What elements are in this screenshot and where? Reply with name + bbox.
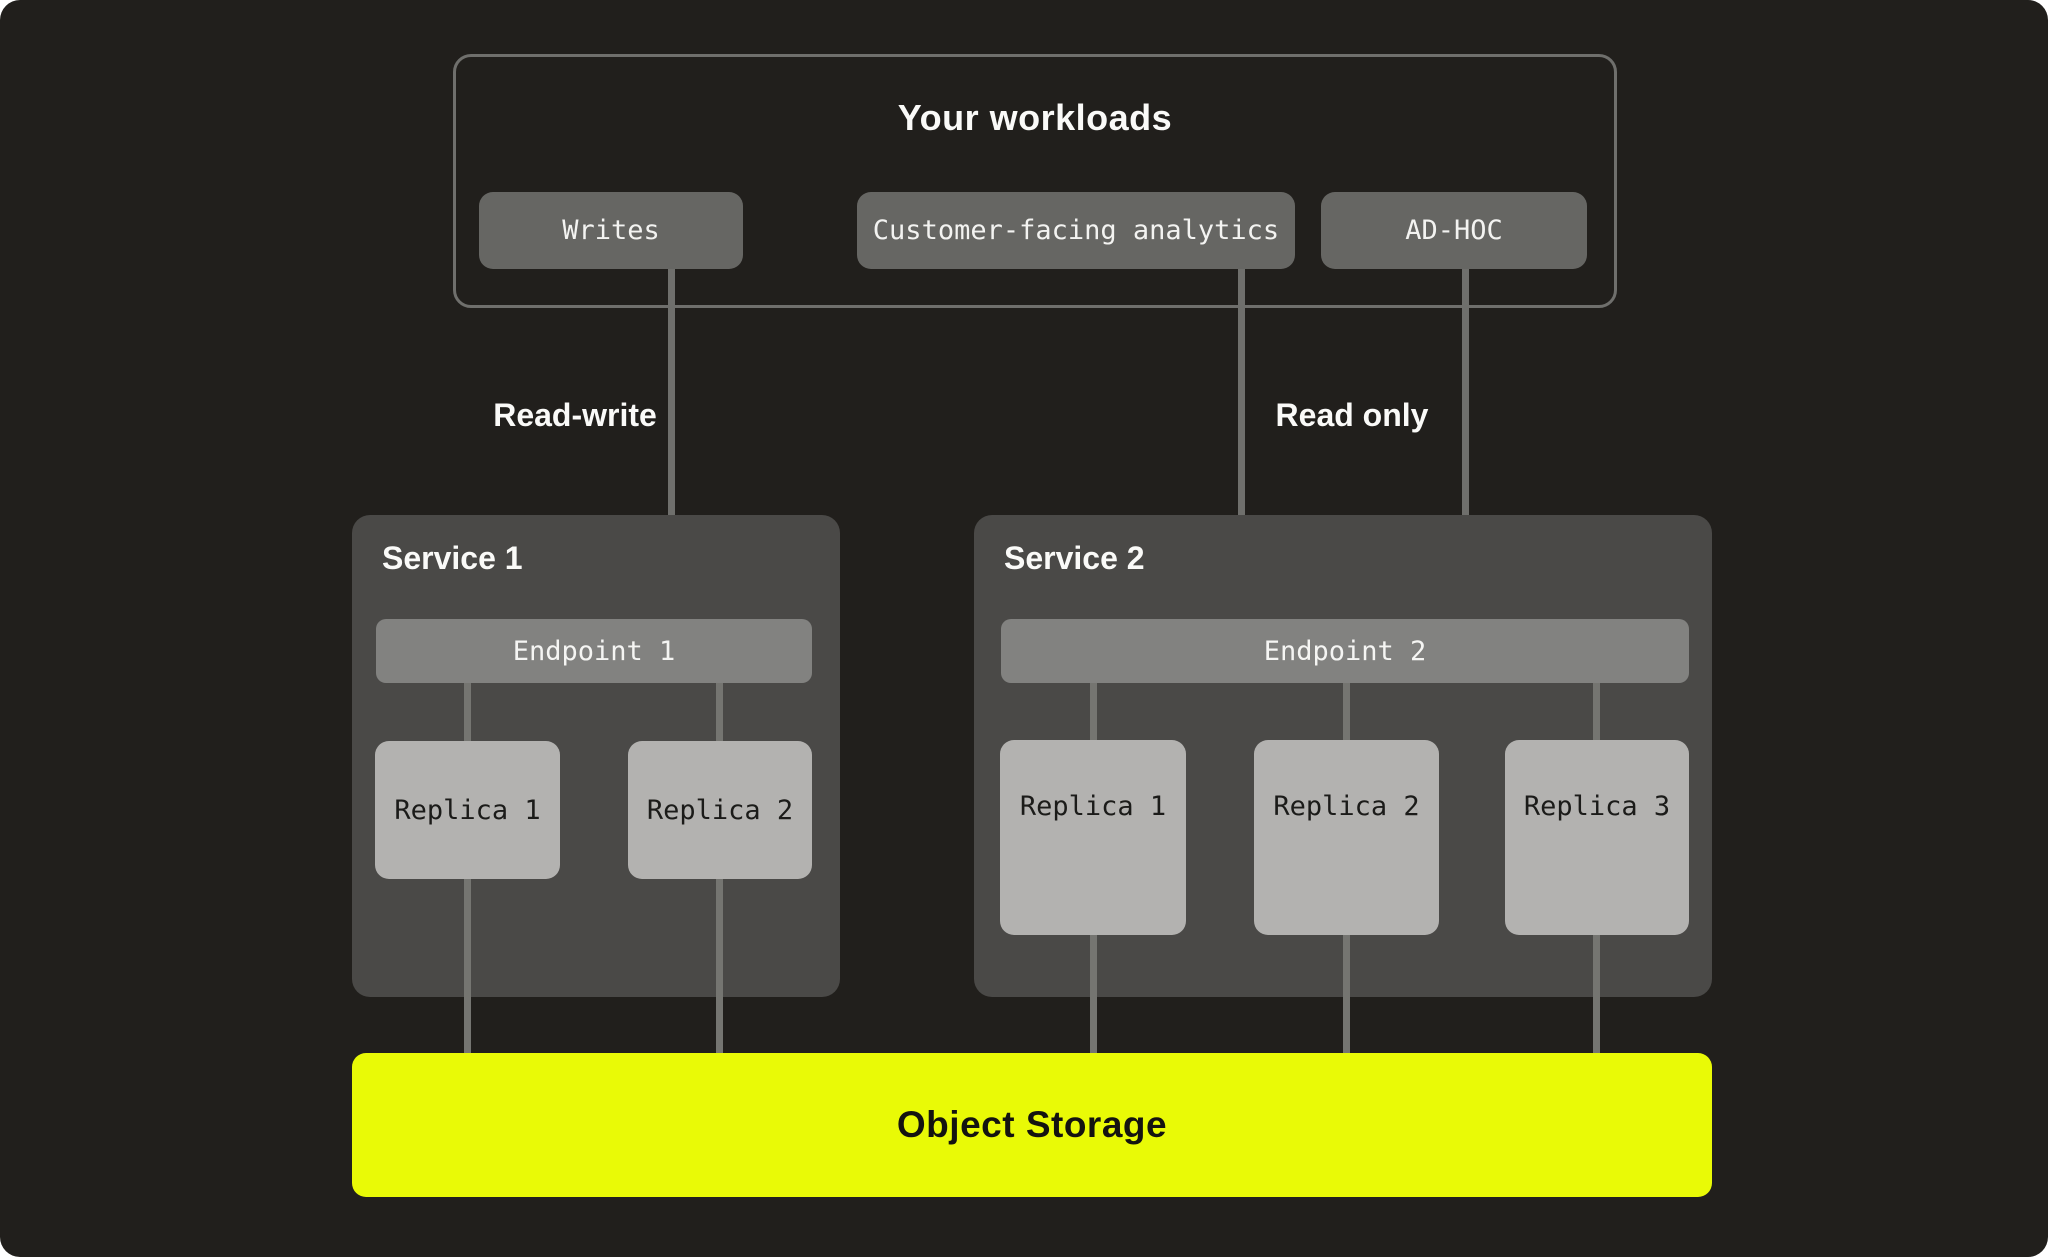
- service1-replica2-node: Replica 2: [628, 741, 812, 879]
- workload-node-writes: Writes: [479, 192, 743, 269]
- service1-endpoint-bar: Endpoint 1: [376, 619, 812, 683]
- workload-node-ad-hoc: AD-HOC: [1321, 192, 1587, 269]
- service1-title: Service 1: [382, 540, 523, 576]
- service2-replica2-node: Replica 2: [1254, 740, 1439, 935]
- service2-endpoint-bar: Endpoint 2: [1001, 619, 1689, 683]
- service1-replica1-node: Replica 1: [375, 741, 560, 879]
- flow-line-analytics-to-service2: [1238, 269, 1245, 582]
- workload-node-customer-facing-analytics: Customer-facing analytics: [857, 192, 1295, 269]
- object-storage-bar: Object Storage: [352, 1053, 1712, 1197]
- flow-line-writes-to-service1: [668, 269, 675, 582]
- flow-label-read-only: Read only: [1275, 397, 1429, 433]
- object-storage-label: Object Storage: [896, 1104, 1168, 1145]
- service2-replica3-node: Replica 3: [1505, 740, 1689, 935]
- workloads-title: Your workloads: [897, 97, 1173, 138]
- service2-title: Service 2: [1004, 540, 1145, 576]
- flow-label-read-write: Read-write: [493, 397, 657, 433]
- workloads-group-box: [453, 54, 1617, 308]
- flow-line-adhoc-to-service2: [1462, 269, 1469, 582]
- service2-replica1-node: Replica 1: [1000, 740, 1186, 935]
